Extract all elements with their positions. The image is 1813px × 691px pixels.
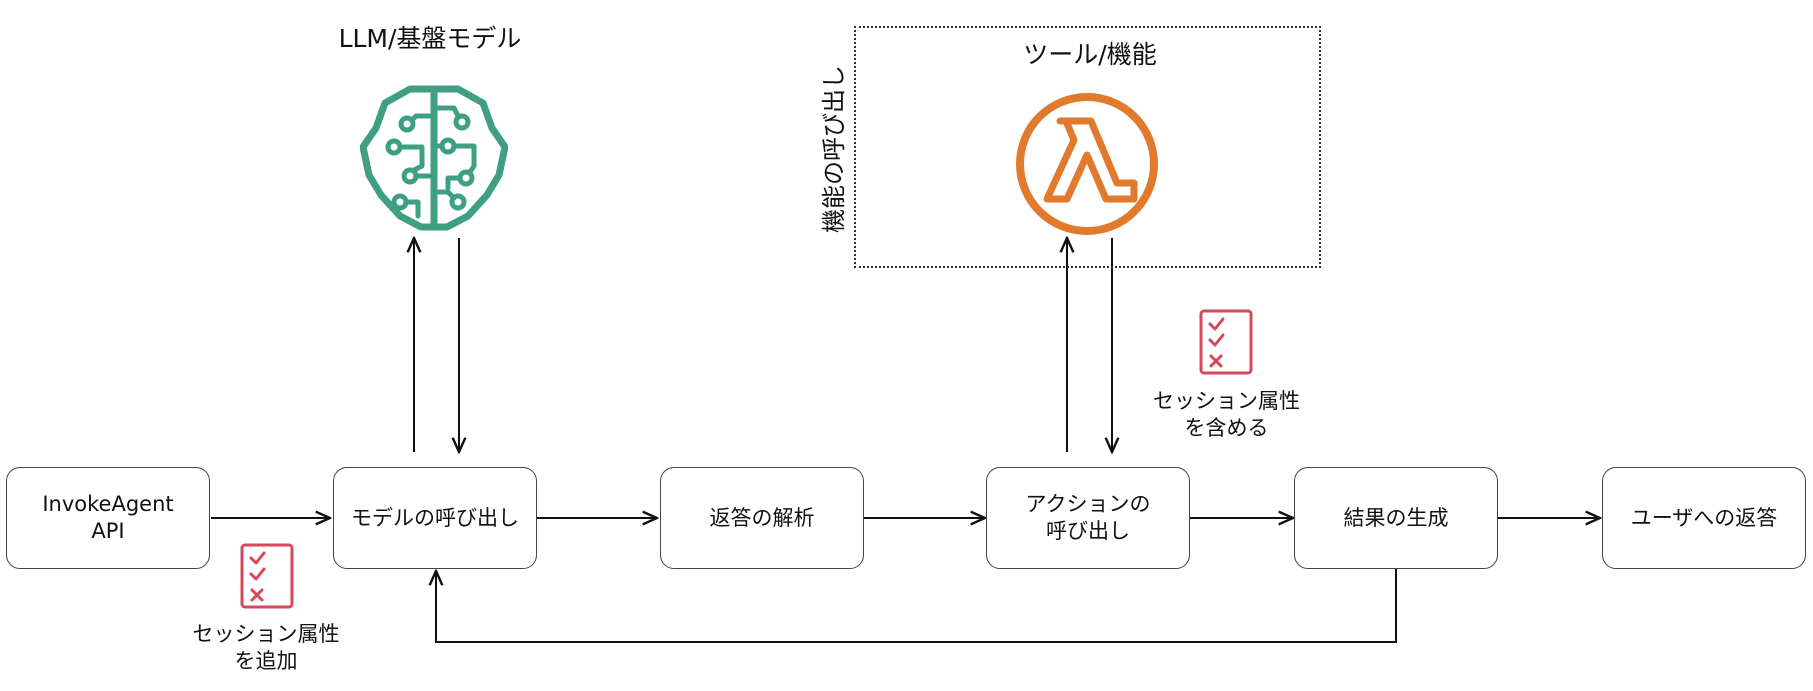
session-add-caption: セッション属性 を追加 (192, 622, 340, 673)
session-include-icon-wrap (1199, 309, 1253, 375)
session-include-caption: セッション属性 を含める (1153, 389, 1300, 440)
invoke-agent-api-node: InvokeAgent API (6, 467, 210, 569)
arrow-result-feedback-to-model (436, 569, 1397, 643)
llm-title: LLM/基盤モデル (338, 24, 522, 53)
tools-title: ツール/機能 (1023, 40, 1157, 69)
checklist-icon (240, 543, 294, 609)
invoke-model-node: モデルの呼び出し (333, 467, 537, 569)
llm-icon-wrap (359, 84, 509, 232)
parse-response-node: 返答の解析 (660, 467, 864, 569)
brain-circuit-icon (359, 85, 509, 231)
reply-user-node: ユーザへの返答 (1602, 467, 1806, 569)
generate-result-node: 結果の生成 (1294, 467, 1498, 569)
checklist-icon (1199, 309, 1253, 375)
session-add-icon-wrap (240, 543, 294, 609)
tools-side-label: 機能の呼び出し (820, 65, 848, 233)
tools-icon-wrap (1014, 91, 1160, 237)
tools-boundary (854, 26, 1321, 268)
invoke-action-node: アクションの 呼び出し (986, 467, 1190, 569)
lambda-icon (1016, 93, 1158, 235)
